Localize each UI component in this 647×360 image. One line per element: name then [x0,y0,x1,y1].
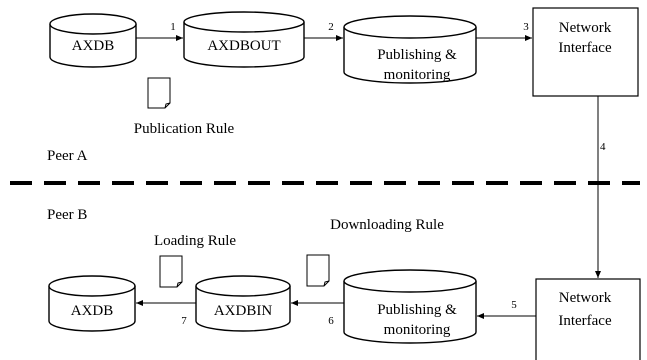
downloading-rule-label: Downloading Rule [330,217,444,233]
edge-5-label: 5 [511,299,517,311]
network-interface-b-box: Network Interface [535,278,641,360]
network-interface-a-box: Network Interface [532,7,639,97]
network-b-line1: Network [559,290,612,306]
publishing-b-line2: monitoring [384,322,451,338]
edge-6-label: 6 [328,315,334,327]
axdb-a-label: AXDB [72,38,115,54]
network-b-line2: Interface [558,313,612,329]
publishing-a-line1: Publishing & [377,47,457,63]
edge-7-label: 7 [181,315,187,327]
peer-b-label: Peer B [47,207,87,223]
edge-2-label: 2 [328,21,334,33]
publishing-b-cylinder: Publishing & monitoring [343,269,477,344]
loading-rule-label: Loading Rule [154,233,236,249]
edge-4-label: 4 [600,141,606,153]
network-a-line1: Network [559,20,612,36]
publishing-b-line1: Publishing & [377,302,457,318]
axdb-b-label: AXDB [71,303,114,319]
axdb-a-cylinder: AXDB [49,13,137,68]
loading-rule-document-icon [159,255,183,288]
downloading-rule-document-icon [306,254,330,287]
axdbout-label: AXDBOUT [207,38,280,54]
publishing-a-line2: monitoring [384,67,451,83]
publication-rule-label: Publication Rule [134,121,235,137]
axdbin-label: AXDBIN [214,303,272,319]
axdbout-cylinder: AXDBOUT [183,11,305,68]
axdbin-cylinder: AXDBIN [195,275,291,332]
network-a-line2: Interface [558,40,612,56]
axdb-b-cylinder: AXDB [48,275,136,332]
edge-1-label: 1 [170,21,176,33]
edge-3-label: 3 [523,21,529,33]
publishing-a-cylinder: Publishing & monitoring [343,15,477,84]
publication-rule-document-icon [147,77,171,109]
peer-a-label: Peer A [47,148,88,164]
